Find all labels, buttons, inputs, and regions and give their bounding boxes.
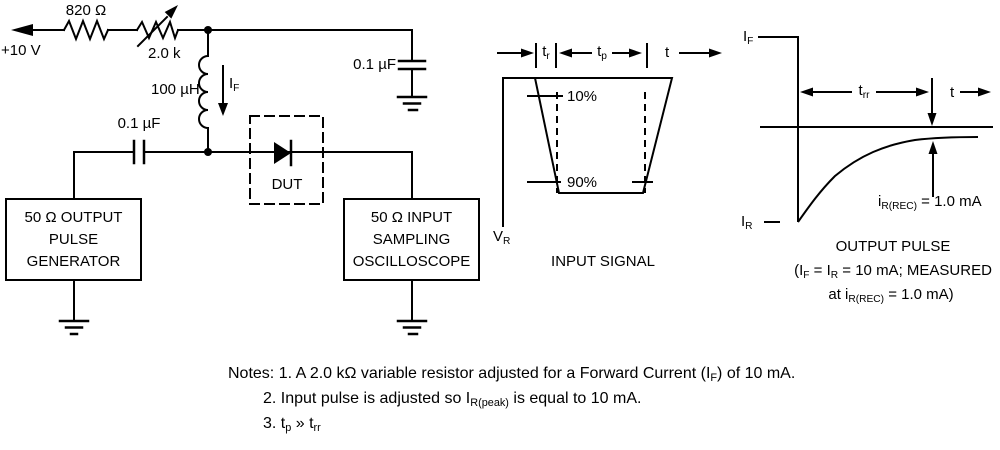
- bypass-cap-plates: [397, 59, 427, 71]
- pulse-width-label: tp: [597, 43, 607, 62]
- irec-value-label: iR(REC) = 1.0 mA: [878, 193, 982, 212]
- inductor-label: 100 µH: [151, 81, 200, 98]
- supply-arrowhead: [11, 24, 33, 36]
- input-signal-caption: INPUT SIGNAL: [551, 253, 655, 270]
- pct10-label: 10%: [567, 88, 598, 105]
- note-line-1: Notes: 1. A 2.0 kΩ variable resistor adj…: [228, 365, 796, 385]
- input-time-axis-label: t: [665, 44, 670, 61]
- generator-line-1: 50 Ω OUTPUT: [24, 208, 123, 226]
- output-pulse-caption-line2: (IF = IR = 10 mA; MEASURED: [794, 262, 992, 281]
- if-arrowhead: [218, 103, 228, 116]
- generator-line-3: GENERATOR: [26, 252, 121, 270]
- oscilloscope-line-1: 50 Ω INPUT: [370, 208, 453, 226]
- output-time-axis-label: t: [950, 84, 955, 101]
- note-line-2: 2. Input pulse is adjusted so IR(peak) i…: [263, 390, 642, 410]
- sampling-oscilloscope-box: 50 Ω INPUT SAMPLING OSCILLOSCOPE: [343, 198, 480, 281]
- resistor-2k-label: 2.0 k: [148, 45, 181, 62]
- resistor-2k-arrowhead: [164, 5, 178, 19]
- pulse-generator-box: 50 Ω OUTPUT PULSE GENERATOR: [5, 198, 142, 281]
- output-trr-shafts: [813, 78, 981, 113]
- resistor-820: [62, 18, 110, 42]
- output-if-label: IF: [743, 28, 754, 47]
- series-cap-label: 0.1 µF: [117, 115, 161, 132]
- rise-time-label: tr: [542, 43, 550, 62]
- output-arrowheads: [800, 87, 991, 154]
- diode-triangle: [274, 142, 291, 164]
- output-ir-label: IR: [741, 213, 753, 232]
- resistor-2k-arrow-shaft: [136, 15, 169, 48]
- generator-ground-icon: [58, 319, 90, 336]
- generator-line-2: PULSE: [48, 230, 99, 248]
- oscilloscope-line-2: SAMPLING: [372, 230, 451, 248]
- output-pulse-waveform: [758, 36, 993, 223]
- vr-label: VR: [493, 228, 511, 247]
- bypass-ground-icon: [396, 95, 428, 112]
- dut-label: DUT: [271, 176, 303, 193]
- node-dot-bottom: [204, 148, 212, 156]
- output-pulse-caption-line3: at iR(REC) = 1.0 mA): [828, 286, 954, 305]
- input-trapezoid: [502, 77, 674, 227]
- note-line-3: 3. tp » trr: [263, 415, 321, 435]
- forward-current-label: IF: [229, 75, 240, 94]
- top-rail-wire: [29, 29, 413, 61]
- output-recovery-curve: [797, 136, 979, 223]
- circuit-solids: [11, 5, 291, 164]
- resistor-2k: [135, 19, 180, 42]
- supply-voltage-label: +10 V: [1, 42, 41, 59]
- series-cap-plates: [132, 139, 146, 165]
- main-wire: [73, 151, 413, 199]
- oscilloscope-ground-icon: [396, 319, 428, 336]
- dut-box: [249, 115, 324, 205]
- node-dot-top: [204, 26, 212, 34]
- inductor-coil: [198, 29, 209, 153]
- input-ticks: [527, 43, 653, 183]
- input-signal-waveform: [497, 43, 711, 227]
- oscilloscope-line-3: OSCILLOSCOPE: [352, 252, 471, 270]
- output-if-step: [758, 36, 799, 222]
- pct90-label: 90%: [567, 174, 598, 191]
- bypass-cap-label: 0.1 µF: [353, 56, 396, 73]
- output-pulse-caption-line1: OUTPUT PULSE: [835, 238, 951, 255]
- resistor-820-label: 820 Ω: [65, 2, 107, 19]
- trr-label: trr: [858, 82, 870, 101]
- input-arrowheads: [521, 48, 722, 58]
